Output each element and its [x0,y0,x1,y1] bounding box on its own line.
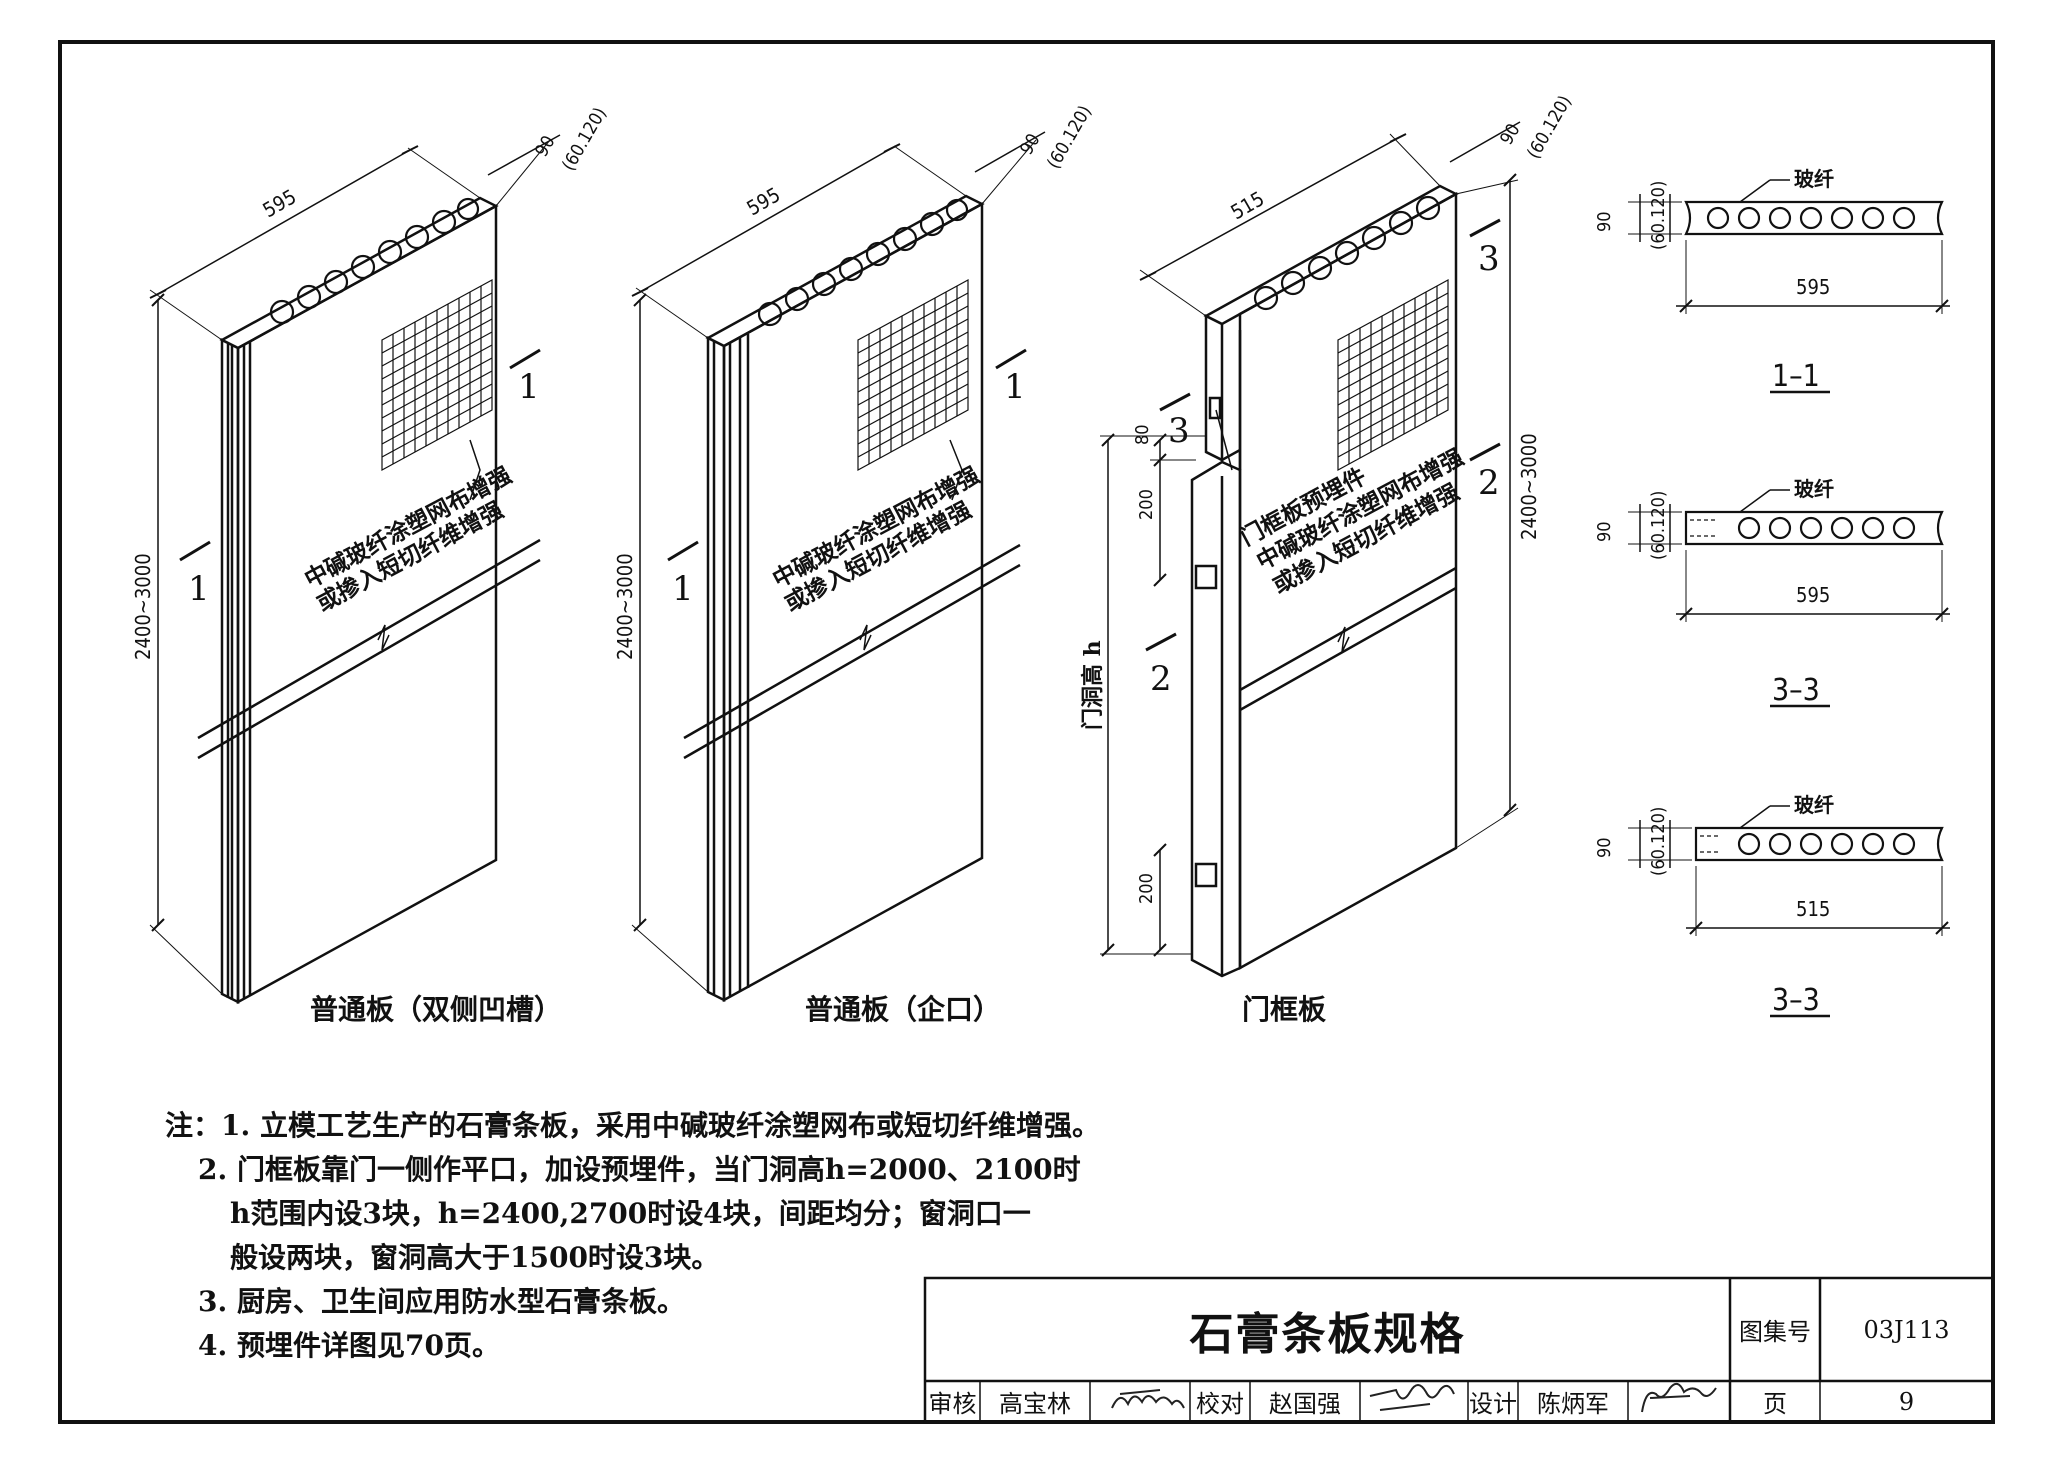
section-3-label: 3–3 [1772,983,1820,1018]
panel-door-frame [1100,121,1521,978]
section-3-fiber-label: 玻纤 [1794,793,1834,817]
panel-ordinary-tongue-groove [631,131,1046,1003]
panel-1-section-mark: 1 [518,367,540,407]
panel-1-labels: 595 90 (60.120) 2400~3000 1 1 中碱玻纤涂塑网布增强… [131,104,611,1026]
section-1-width-label: 595 [1796,275,1830,299]
panel-1-thick-label: 90 [531,132,559,160]
panel-3-thick-alt-label: (60.120) [1523,92,1576,163]
checker-name: 赵国强 [1269,1390,1341,1418]
section-3-thick-alt-label: (60.120) [1648,807,1669,876]
design-label: 设计 [1469,1390,1517,1418]
section-1-1 [1628,179,1950,394]
section-1-1-labels: 玻纤 90 (60.120) 595 1–1 [1594,167,1834,394]
section-2-thick-label: 90 [1594,521,1615,542]
note-4: 4. 预埋件详图见70页。 [198,1329,500,1362]
panel-3-thick-label: 90 [1496,120,1524,148]
section-3-3 [1628,805,1950,1018]
note-2-cont-b: 般设两块，窗洞高大于1500时设3块。 [230,1241,720,1274]
panel-3-door-height-label: 门洞高 h [1080,640,1106,730]
panel-2-section-mark-b: 1 [672,569,694,609]
panel-3-embed-dim-200-bottom: 200 [1136,873,1157,904]
section-2-2-labels: 玻纤 90 (60.120) 595 3–3 [1594,477,1834,708]
panel-3-section-mark-3: 3 [1478,239,1500,279]
panel-2-thick-alt-label: (60.120) [1043,102,1096,173]
section-2-2 [1628,489,1950,708]
panel-2-width-label: 595 [743,182,785,220]
section-2-fiber-label: 玻纤 [1794,477,1834,501]
reviewer-name: 高宝林 [999,1390,1071,1418]
section-3-width-label: 515 [1796,897,1830,921]
section-3-3-labels: 玻纤 90 (60.120) 515 3–3 [1594,793,1834,1018]
panel-1-section-mark-b: 1 [188,569,210,609]
review-label: 审核 [928,1390,977,1418]
note-1: 注：1. 立模工艺生产的石膏条板，采用中碱玻纤涂塑网布或短切纤维增强。 [165,1109,1100,1142]
panel-3-caption: 门框板 [1242,993,1326,1026]
panel-1-caption: 普通板（双侧凹槽） [310,993,562,1026]
section-2-thick-alt-label: (60.120) [1648,491,1669,560]
panel-3-section-mark-2: 2 [1478,463,1500,503]
panel-2-section-mark: 1 [1004,367,1026,407]
drawing-title: 石膏条板规格 [1189,1308,1466,1360]
section-1-thick-alt-label: (60.120) [1648,181,1669,250]
panel-2-labels: 595 90 (60.120) 2400~3000 1 1 中碱玻纤涂塑网布增强… [613,102,1096,1026]
section-1-thick-label: 90 [1594,211,1615,232]
panel-1-height-label: 2400~3000 [131,553,155,660]
designer-name: 陈炳军 [1537,1390,1609,1418]
note-2-cont-a: h范围内设3块，h=2400,2700时设4块，间距均分；窗洞口一 [230,1197,1031,1230]
page-label: 页 [1763,1390,1787,1418]
section-3-thick-label: 90 [1594,837,1615,858]
panel-3-section-mark-2b: 2 [1150,659,1172,699]
panel-2-height-label: 2400~3000 [613,553,637,660]
title-block-grid [923,1276,1995,1424]
panel-2-caption: 普通板（企口） [805,993,1001,1026]
panel-3-width-label: 515 [1227,186,1269,224]
section-2-label: 3–3 [1772,673,1820,708]
section-1-fiber-label: 玻纤 [1794,167,1834,191]
checker-signature [1369,1384,1455,1411]
designer-signature [1641,1382,1717,1413]
note-2: 2. 门框板靠门一侧作平口，加设预埋件，当门洞高h=2000、2100时 [198,1153,1081,1186]
note-3: 3. 厨房、卫生间应用防水型石膏条板。 [198,1285,685,1318]
section-2-width-label: 595 [1796,583,1830,607]
atlas-number: 03J113 [1863,1315,1950,1344]
panel-3-height-label: 2400~3000 [1517,433,1541,540]
check-label: 校对 [1196,1390,1244,1418]
panel-1-thick-alt-label: (60.120) [558,104,611,175]
atlas-number-label: 图集号 [1739,1318,1811,1346]
panel-3-labels: 515 90 (60.120) 2400~3000 3 3 2 2 80 200… [1080,92,1576,1026]
section-1-label: 1–1 [1772,359,1820,394]
page-number: 9 [1898,1387,1915,1416]
panel-3-section-mark-3b: 3 [1168,411,1190,451]
reviewer-signature [1111,1389,1185,1409]
panel-3-embed-dim-80: 80 [1132,424,1153,445]
panel-3-embed-dim-200-top: 200 [1136,489,1157,520]
panel-ordinary-double-groove [149,134,561,1005]
